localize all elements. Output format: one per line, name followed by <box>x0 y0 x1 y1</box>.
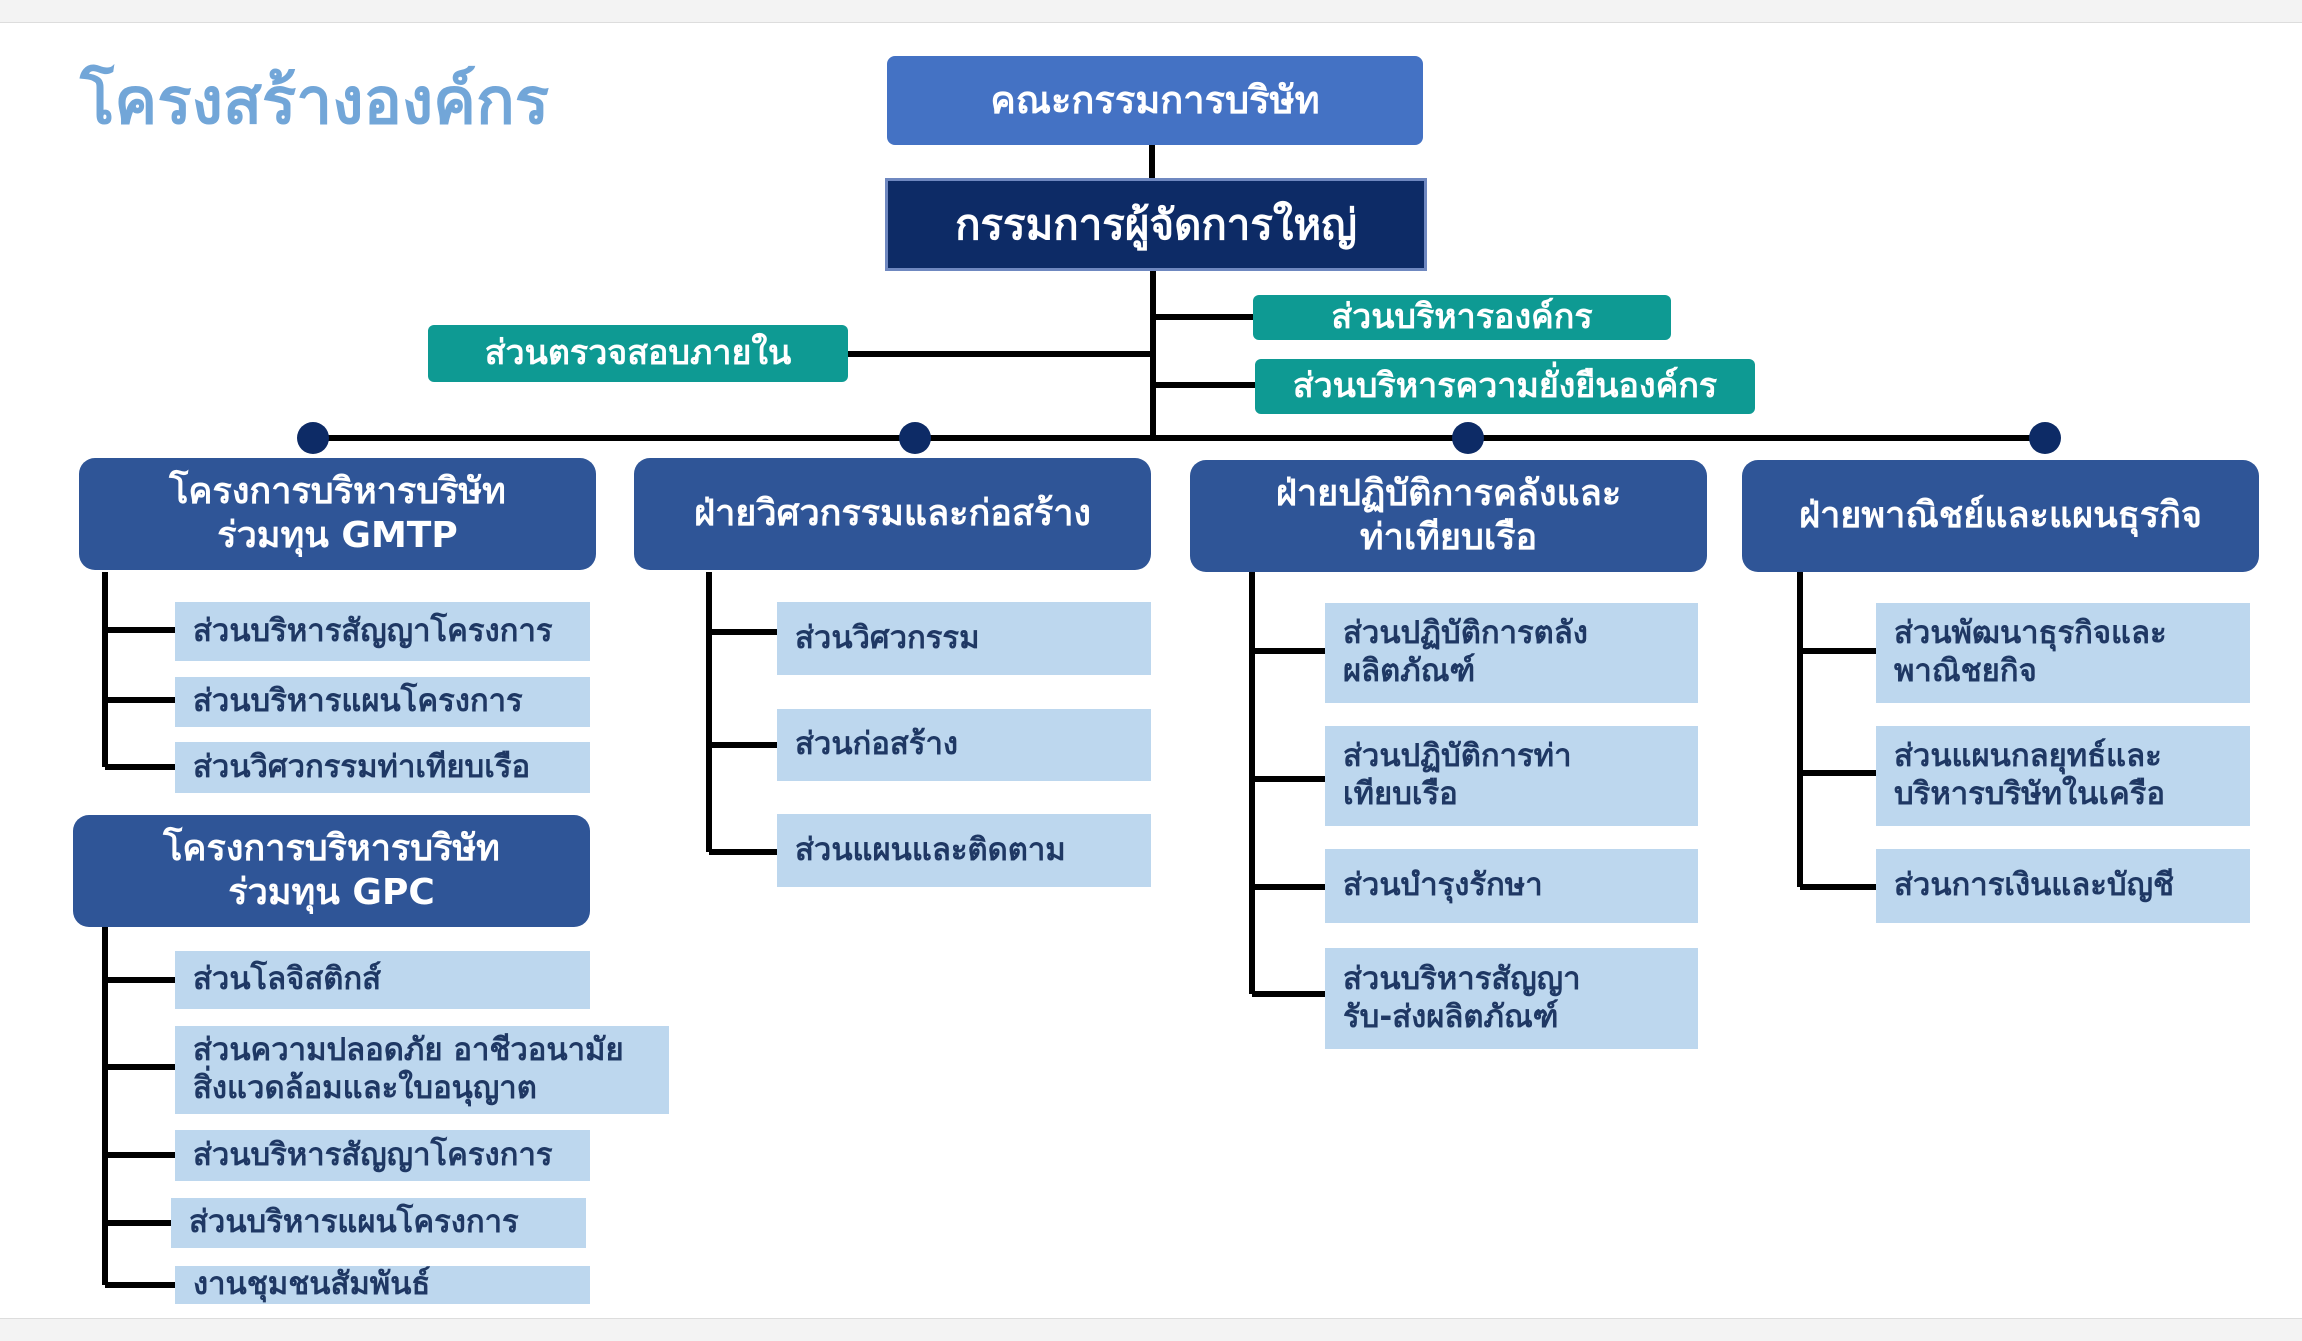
department-title-line: โครงการบริหารบริษัท <box>169 471 506 513</box>
department-title-line: โครงการบริหารบริษัท <box>163 828 500 870</box>
unit-label: ส่วนก่อสร้าง <box>795 726 959 763</box>
unit-label: ส่วนบริหารแผนโครงการ <box>189 1204 519 1241</box>
department-gpc: โครงการบริหารบริษัท ร่วมทุน GPC <box>73 815 590 927</box>
unit-label: สิ่งแวดล้อมและใบอนุญาต <box>193 1070 537 1106</box>
unit-label: ส่วนแผนและติดตาม <box>795 831 1066 868</box>
unit-label: ส่วนบริหารสัญญาโครงการ <box>193 612 553 649</box>
unit-label: ส่วนวิศวกรรมท่าเทียบเรือ <box>193 748 531 785</box>
unit-label: ส่วนบริหารแผนโครงการ <box>193 683 523 720</box>
unit-box: ส่วนการเงินและบัญชี <box>1876 849 2250 923</box>
unit-box: ส่วนบริหารแผนโครงการ <box>171 1198 586 1248</box>
unit-label: ส่วนบริหารสัญญา <box>1343 960 1581 997</box>
ceo-box: กรรมการผู้จัดการใหญ่ <box>885 178 1427 271</box>
unit-label: ส่วนบริหารสัญญาโครงการ <box>193 1136 553 1173</box>
department-title-line: ท่าเทียบเรือ <box>1359 517 1538 558</box>
unit-label: ส่วนแผนกลยุทธ์และ <box>1894 738 2162 775</box>
department-operations: ฝ่ายปฏิบัติการคลังและ ท่าเทียบเรือ <box>1190 460 1707 572</box>
unit-label: ผลิตภัณฑ์ <box>1343 653 1476 689</box>
unit-label: ส่วนบำรุงรักษา <box>1343 867 1543 904</box>
unit-box: ส่วนวิศวกรรม <box>777 602 1151 675</box>
unit-box: ส่วนปฏิบัติการท่า เทียบเรือ <box>1325 726 1698 826</box>
unit-box: ส่วนความปลอดภัย อาชีวอนามัย สิ่งแวดล้อมแ… <box>175 1026 669 1114</box>
unit-box: ส่วนก่อสร้าง <box>777 709 1151 781</box>
department-engineering: ฝ่ายวิศวกรรมและก่อสร้าง <box>634 458 1151 570</box>
unit-box: ส่วนบริหารสัญญาโครงการ <box>175 1130 590 1181</box>
unit-label: รับ-ส่งผลิตภัณฑ์ <box>1343 998 1559 1035</box>
unit-box: ส่วนวิศวกรรมท่าเทียบเรือ <box>175 742 590 793</box>
department-title-line: ฝ่ายพาณิชย์และแผนธุรกิจ <box>1799 495 2202 537</box>
unit-label: ส่วนพัฒนาธุรกิจและ <box>1894 615 2167 652</box>
board-box: คณะกรรมการบริษัท <box>887 56 1423 145</box>
unit-box: ส่วนบริหารสัญญา รับ-ส่งผลิตภัณฑ์ <box>1325 948 1698 1049</box>
department-title-line: ฝ่ายปฏิบัติการคลังและ <box>1275 473 1622 515</box>
unit-box: งานชุมชนสัมพันธ์ <box>175 1266 590 1304</box>
org-management-box: ส่วนบริหารองค์กร <box>1253 295 1671 340</box>
unit-label: ส่วนปฏิบัติการตลัง <box>1343 615 1588 652</box>
unit-box: ส่วนปฏิบัติการตลัง ผลิตภัณฑ์ <box>1325 603 1698 703</box>
sustainability-box: ส่วนบริหารความยั่งยืนองค์กร <box>1255 359 1755 414</box>
unit-box: ส่วนแผนและติดตาม <box>777 814 1151 887</box>
department-gmtp: โครงการบริหารบริษัท ร่วมทุน GMTP <box>79 458 596 570</box>
department-title-line: ฝ่ายวิศวกรรมและก่อสร้าง <box>693 493 1091 535</box>
department-commercial: ฝ่ายพาณิชย์และแผนธุรกิจ <box>1742 460 2259 572</box>
unit-label: ส่วนความปลอดภัย อาชีวอนามัย <box>193 1032 624 1069</box>
internal-audit-box: ส่วนตรวจสอบภายใน <box>428 325 848 382</box>
unit-box: ส่วนบำรุงรักษา <box>1325 849 1698 923</box>
unit-label: ส่วนการเงินและบัญชี <box>1894 867 2175 904</box>
unit-label: ส่วนโลจิสติกส์ <box>193 961 382 998</box>
unit-box: ส่วนบริหารแผนโครงการ <box>175 677 590 727</box>
unit-label: ส่วนวิศวกรรม <box>795 619 980 656</box>
unit-label: เทียบเรือ <box>1343 776 1458 812</box>
unit-label: พาณิชยกิจ <box>1894 653 2037 689</box>
unit-box: ส่วนบริหารสัญญาโครงการ <box>175 602 590 661</box>
unit-box: ส่วนพัฒนาธุรกิจและ พาณิชยกิจ <box>1876 603 2250 703</box>
unit-box: ส่วนโลจิสติกส์ <box>175 951 590 1009</box>
department-title-line: ร่วมทุน GPC <box>228 872 435 913</box>
unit-label: บริหารบริษัทในเครือ <box>1894 776 2165 812</box>
unit-label: ส่วนปฏิบัติการท่า <box>1343 738 1572 775</box>
department-title-line: ร่วมทุน GMTP <box>217 515 458 556</box>
unit-label: งานชุมชนสัมพันธ์ <box>193 1266 431 1303</box>
page-title: โครงสร้างองค์กร <box>80 65 550 139</box>
unit-box: ส่วนแผนกลยุทธ์และ บริหารบริษัทในเครือ <box>1876 726 2250 826</box>
